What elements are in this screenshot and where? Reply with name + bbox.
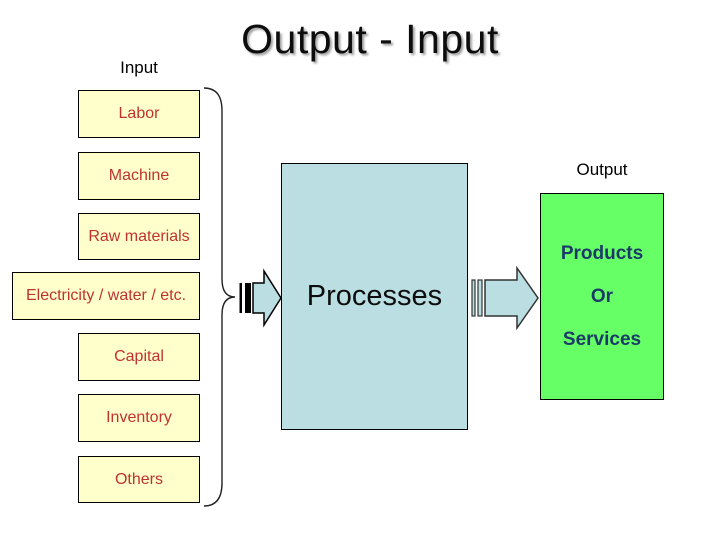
page-title: Output - Input [241, 16, 499, 62]
input-box-others: Others [78, 456, 200, 503]
input-box-labor: Labor [78, 90, 200, 138]
output-column-label: Output [576, 160, 628, 179]
striped-right-arrow-icon [471, 266, 539, 330]
input-box-inventory: Inventory [78, 394, 200, 442]
products-services-box: Products Or Services [540, 193, 664, 400]
processes-label: Processes [306, 280, 443, 312]
input-box-capital: Capital [78, 333, 200, 381]
input-box-label: Raw materials [88, 227, 190, 245]
input-box-machine: Machine [78, 152, 200, 200]
output-line-or: Or [590, 285, 614, 307]
input-box-label: Others [114, 470, 163, 488]
output-line-services: Services [562, 328, 642, 350]
input-box-label: Electricity / water / etc. [25, 287, 187, 304]
input-column-label: Input [120, 58, 158, 77]
input-box-raw-materials: Raw materials [78, 213, 200, 260]
striped-right-arrow-icon [239, 268, 282, 328]
right-curly-brace-icon [203, 87, 236, 507]
output-line-products: Products [560, 242, 644, 264]
input-box-label: Machine [108, 167, 170, 184]
input-box-label: Capital [114, 348, 164, 365]
input-box-electricity-water: Electricity / water / etc. [12, 272, 200, 320]
input-box-label: Labor [118, 105, 160, 122]
input-box-label: Inventory [106, 409, 172, 426]
processes-box: Processes [281, 163, 468, 430]
